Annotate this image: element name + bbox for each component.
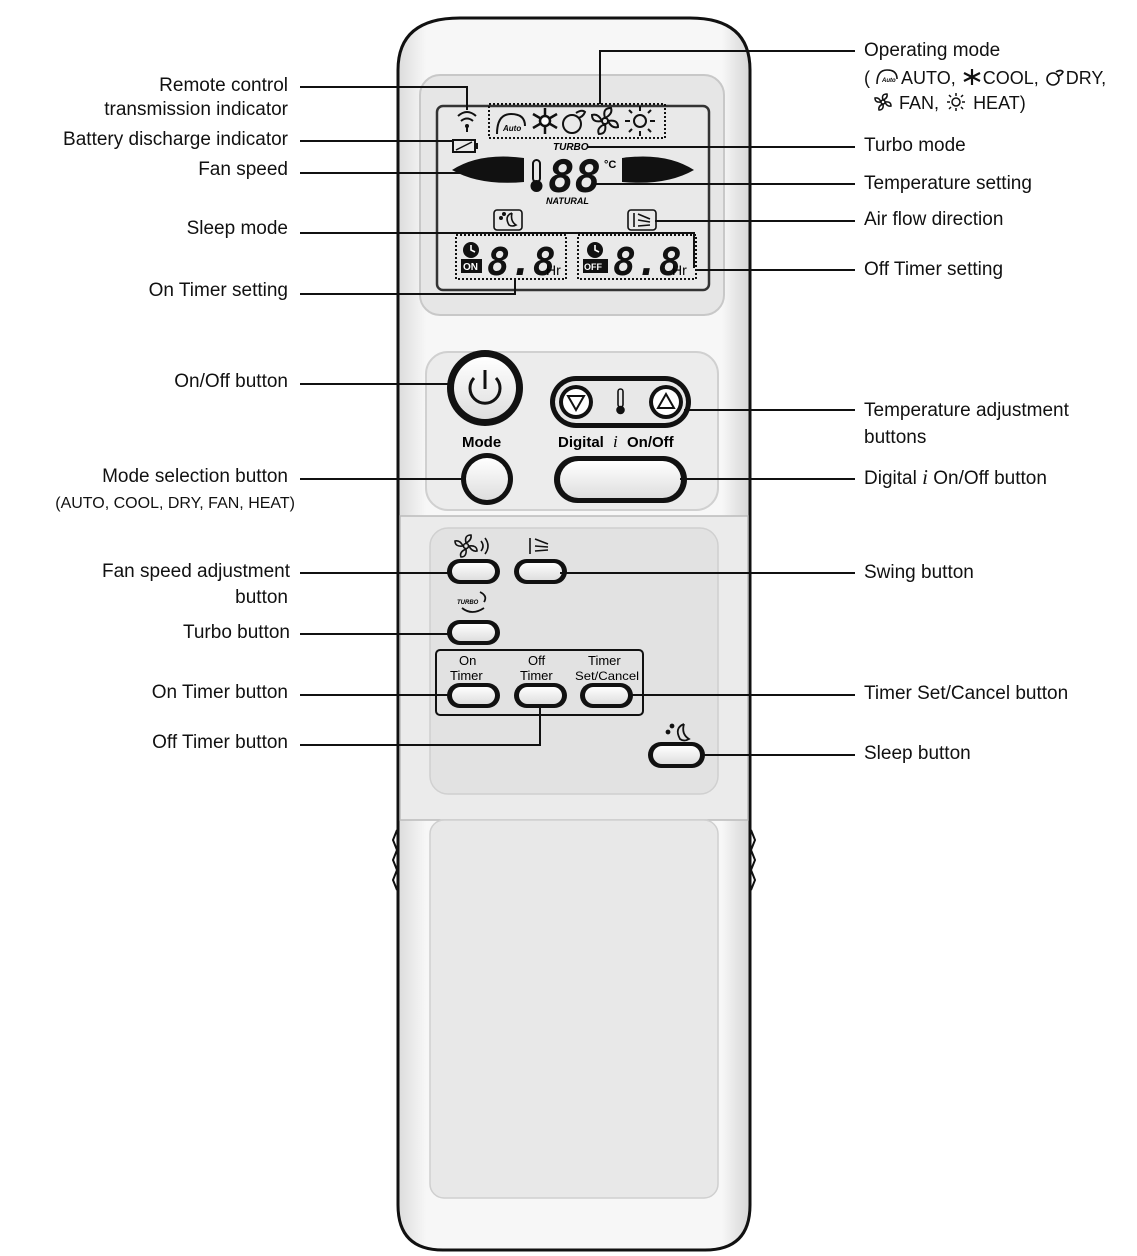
label-remote-control-indicator-1: Remote control	[159, 75, 288, 96]
label-operating-mode: Operating mode	[864, 40, 1001, 61]
label-onoff-button: On/Off button	[174, 371, 288, 392]
svg-text:Hr: Hr	[546, 262, 561, 278]
sleep-icon	[665, 723, 691, 742]
mode-button[interactable]	[461, 453, 513, 505]
sleep-icon-lcd	[493, 209, 523, 231]
auto-icon: Auto	[496, 112, 526, 135]
label-turbo-button: Turbo button	[182, 622, 290, 643]
svg-text:ON: ON	[463, 262, 478, 273]
label-turbo-mode: Turbo mode	[864, 135, 966, 156]
svg-text:Set/Cancel: Set/Cancel	[575, 669, 639, 683]
label-temperature-setting: Temperature setting	[864, 173, 1032, 194]
svg-text:Mode: Mode	[462, 434, 501, 451]
svg-text:Auto: Auto	[502, 124, 521, 133]
label-remote-control-indicator-2: transmission indicator	[104, 99, 288, 120]
svg-text:Auto: Auto	[881, 78, 896, 84]
power-icon	[468, 370, 502, 405]
svg-text:TURBO: TURBO	[457, 600, 479, 606]
label-digital-onoff: Digital i On/Off button	[864, 465, 1047, 489]
thermometer-icon	[530, 159, 543, 192]
drop-icon-small	[1045, 69, 1064, 86]
fan-icon-small	[874, 93, 892, 111]
svg-text:NATURAL: NATURAL	[546, 196, 589, 206]
label-sleep-mode: Sleep mode	[186, 218, 288, 239]
snowflake-icon	[532, 108, 558, 134]
fan-speed-bars	[452, 156, 694, 183]
svg-text:Hr: Hr	[672, 262, 687, 278]
label-timer-set-cancel: Timer Set/Cancel button	[864, 683, 1069, 704]
label-mode-selection: Mode selection button	[102, 466, 288, 487]
svg-text:TURBO: TURBO	[553, 142, 589, 153]
label-operating-mode-sub2: FAN, HEAT)	[872, 90, 1026, 116]
drop-icon	[562, 109, 587, 134]
label-fan-speed: Fan speed	[198, 159, 288, 180]
svg-text:On: On	[459, 653, 476, 668]
label-on-timer-setting: On Timer setting	[148, 280, 288, 301]
label-on-timer-button: On Timer button	[151, 682, 288, 703]
auto-icon-small: Auto	[876, 69, 898, 85]
svg-text:88: 88	[548, 152, 601, 203]
label-fan-speed-adjust-2: button	[235, 587, 288, 608]
fan-icon	[590, 106, 620, 136]
svg-text:Digital: Digital	[558, 434, 604, 451]
sun-icon-small	[947, 93, 966, 111]
svg-text:8.8: 8.8	[487, 240, 556, 284]
label-temp-adjust-1: Temperature adjustment	[864, 400, 1069, 421]
signal-icon	[457, 111, 477, 132]
up-arrow-icon	[656, 391, 676, 409]
label-sleep-button: Sleep button	[864, 743, 971, 764]
label-battery-indicator: Battery discharge indicator	[63, 129, 288, 150]
thermometer-icon-small	[616, 388, 625, 415]
power-button[interactable]	[447, 350, 523, 426]
leader-lines	[300, 50, 855, 756]
svg-text:On/Off: On/Off	[627, 434, 675, 451]
label-off-timer-button: Off Timer button	[152, 732, 288, 753]
temperature-adjust-buttons[interactable]	[550, 376, 691, 428]
digital-i-onoff-button[interactable]	[554, 456, 687, 503]
fan-speed-icon	[454, 534, 489, 558]
svg-text:i: i	[613, 432, 618, 451]
label-off-timer-setting: Off Timer setting	[864, 259, 1004, 280]
svg-text:OFF: OFF	[584, 262, 602, 272]
on-timer-badge: ON	[461, 242, 482, 273]
label-fan-speed-adjust-1: Fan speed adjustment	[101, 561, 290, 582]
label-air-flow: Air flow direction	[864, 209, 1004, 230]
svg-text:Timer: Timer	[450, 668, 483, 683]
snowflake-icon-small	[963, 69, 981, 85]
off-timer-badge: OFF	[583, 242, 608, 273]
swing-icon	[529, 538, 549, 554]
svg-text:Timer: Timer	[520, 668, 553, 683]
label-swing-button: Swing button	[864, 562, 974, 583]
down-arrow-icon	[566, 395, 586, 413]
turbo-icon: TURBO	[457, 591, 487, 613]
battery-icon	[452, 139, 478, 153]
label-mode-selection-sub: (AUTO, COOL, DRY, FAN, HEAT)	[55, 495, 295, 512]
svg-text:8.8: 8.8	[613, 240, 682, 284]
svg-text:Timer: Timer	[588, 653, 621, 668]
svg-text:Off: Off	[528, 653, 545, 668]
label-temp-adjust-2: buttons	[864, 427, 927, 448]
lcd-screen	[435, 104, 711, 292]
sun-icon	[625, 106, 655, 136]
svg-text:°C: °C	[604, 159, 616, 171]
